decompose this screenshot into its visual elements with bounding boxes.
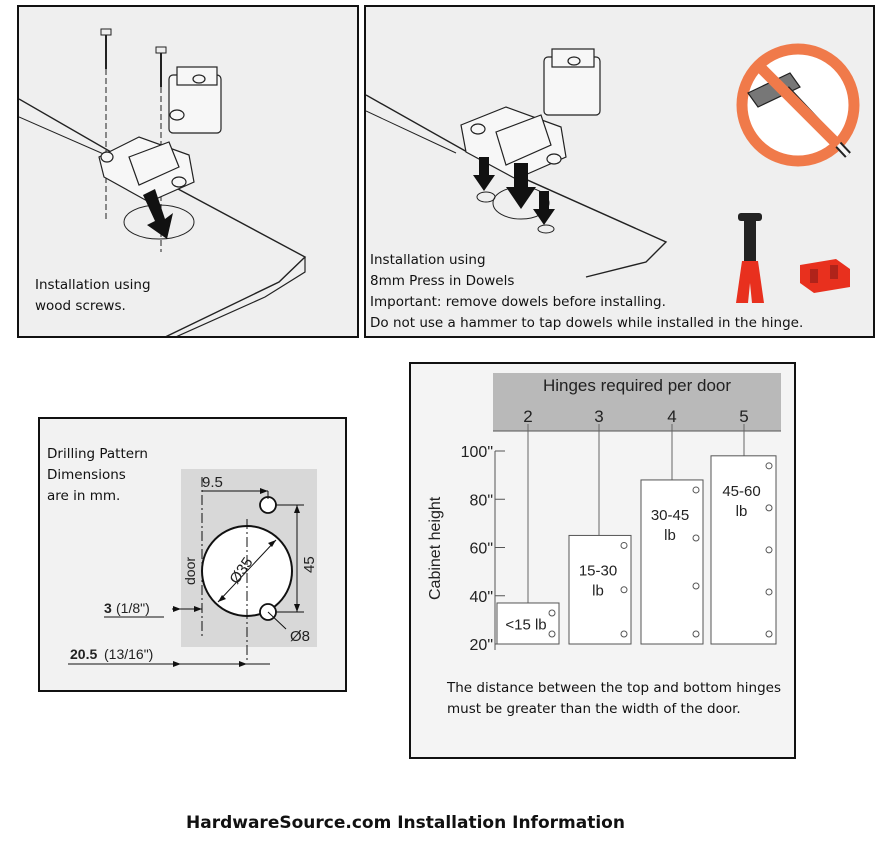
- hinge-icon: [98, 66, 222, 203]
- down-arrow-icon: [143, 189, 173, 239]
- bar-label: 15-30: [579, 562, 617, 579]
- hinge-dot: [765, 462, 773, 470]
- dim-8-label: Ø8: [290, 628, 310, 645]
- column-label: 5: [739, 407, 748, 426]
- dim-45-label: 45: [301, 556, 318, 573]
- caption-line: Do not use a hammer to tap dowels while …: [370, 315, 804, 331]
- dim-9-5-label: 9.5: [202, 474, 223, 491]
- wood-screw-panel: Installation using wood screws.: [17, 5, 359, 338]
- hinge-dot: [765, 588, 773, 596]
- y-tick-label: 60": [470, 541, 493, 558]
- hinges-caption: The distance between the top and bottom …: [447, 680, 781, 717]
- wood-screw-caption: Installation using wood screws.: [35, 275, 151, 317]
- hinge-dot: [765, 546, 773, 554]
- column-label: 3: [594, 407, 603, 426]
- wood-screw-illustration: [19, 28, 307, 336]
- hinge-dot: [692, 630, 700, 638]
- dim-20-5-imperial-label: (13/16"): [104, 646, 153, 662]
- bar-label: 30-45: [651, 507, 689, 524]
- drilling-pattern-diagram: 9.5 45 Ø35 Ø8 door 3 (1/8") 20.5 (13/16"…: [68, 469, 318, 667]
- caption-line: Installation using: [370, 252, 486, 268]
- down-arrow-icon: [473, 157, 555, 225]
- bar-label: <15 lb: [505, 616, 546, 633]
- bar-label: lb: [664, 527, 676, 544]
- caption-line: wood screws.: [35, 298, 126, 314]
- hinge-dot: [692, 582, 700, 590]
- hinge-dot: [692, 534, 700, 542]
- hinges-chart-panel: Hinges required per door 2 3 4 5 20" 40" 60" 8…: [409, 362, 796, 759]
- y-tick-label: 80": [470, 492, 493, 509]
- drilling-pattern-panel: 9.5 45 Ø35 Ø8 door 3 (1/8") 20.5 (13/16"…: [38, 417, 347, 692]
- dim-3-label: 3: [104, 600, 112, 616]
- drilling-caption: Drilling Pattern Dimensions are in mm.: [47, 444, 148, 507]
- y-axis-label: Cabinet height: [427, 496, 444, 600]
- bar-label: lb: [592, 582, 604, 599]
- hinge-dot: [765, 630, 773, 638]
- y-tick-label: 20": [470, 637, 493, 654]
- column-label: 4: [667, 407, 676, 426]
- hinge-dot: [620, 586, 628, 594]
- screw-icon: [100, 28, 112, 222]
- door-label: door: [182, 557, 198, 585]
- hinge-dot: [548, 630, 556, 638]
- caption-line: are in mm.: [47, 488, 121, 504]
- column-label: 2: [523, 407, 532, 426]
- chart-title: Hinges required per door: [542, 376, 732, 395]
- bar-label: lb: [736, 503, 748, 520]
- dowel-panel: Installation using 8mm Press in Dowels I…: [364, 5, 875, 338]
- dowel-illustration: [366, 43, 860, 303]
- dowel-insert-icon: [800, 259, 850, 293]
- caption-line: Dimensions: [47, 467, 126, 483]
- dowel-hole-icon: [259, 496, 277, 514]
- bar: [496, 602, 560, 645]
- y-tick-label: 40": [470, 589, 493, 606]
- hinge-dot: [620, 541, 628, 549]
- dim-20-5-label: 20.5: [70, 646, 97, 662]
- caption-line: Installation using: [35, 277, 151, 293]
- bar: [710, 455, 777, 645]
- hinge-dot: [692, 486, 700, 494]
- caption-line: 8mm Press in Dowels: [370, 273, 515, 289]
- hinge-dot: [620, 630, 628, 638]
- y-tick-label: 100": [461, 444, 493, 461]
- chart-header: Hinges required per door: [493, 373, 781, 431]
- dowel-caption: Installation using 8mm Press in Dowels I…: [370, 250, 803, 334]
- bar-label: 45-60: [722, 483, 760, 500]
- caption-line: Important: remove dowels before installi…: [370, 294, 666, 310]
- hinge-dot: [765, 504, 773, 512]
- bar: [640, 479, 704, 645]
- caption-line: Drilling Pattern: [47, 446, 148, 462]
- hinge-dot: [548, 609, 556, 617]
- press-tool-icon: [736, 213, 764, 303]
- dim-3-imperial-label: (1/8"): [116, 600, 150, 616]
- footer-title: HardwareSource.com Installation Informat…: [186, 813, 625, 833]
- hinges-chart: 2 3 4 5 20" 40" 60" 80" 100" <15 lb 15-30 lb 30-45…: [427, 407, 781, 654]
- no-hammer-icon: [736, 43, 860, 167]
